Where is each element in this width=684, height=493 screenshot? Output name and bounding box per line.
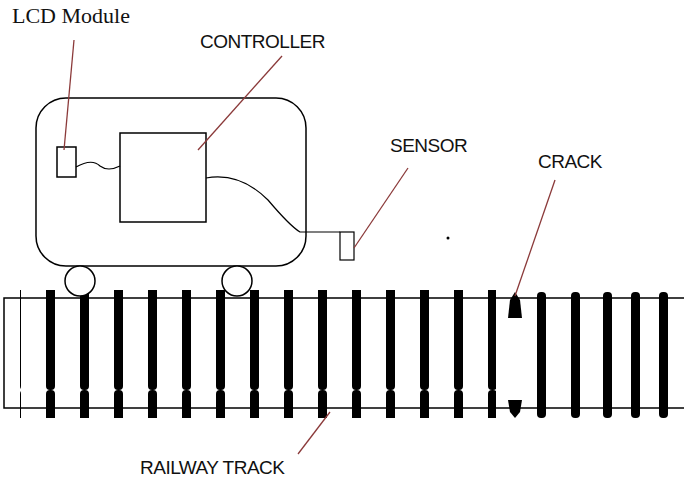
part-label: CONTROLLER — [200, 32, 325, 53]
wheel — [222, 266, 252, 296]
sleepers — [20, 290, 496, 418]
wheel — [65, 266, 95, 296]
sensor — [340, 232, 354, 260]
crack — [508, 292, 522, 418]
dot — [447, 237, 450, 240]
part-label: SENSOR — [390, 136, 467, 157]
wire — [76, 162, 120, 169]
part-label: RAILWAY TRACK — [140, 458, 284, 479]
part-label: LCD Module — [12, 4, 130, 28]
lcd-module — [57, 147, 76, 177]
trolley-body — [36, 98, 306, 266]
leader-lines — [64, 40, 555, 454]
part-label: CRACK — [538, 152, 602, 173]
controller-box — [120, 133, 206, 222]
sleepers-right — [537, 292, 668, 418]
wire — [206, 177, 340, 232]
